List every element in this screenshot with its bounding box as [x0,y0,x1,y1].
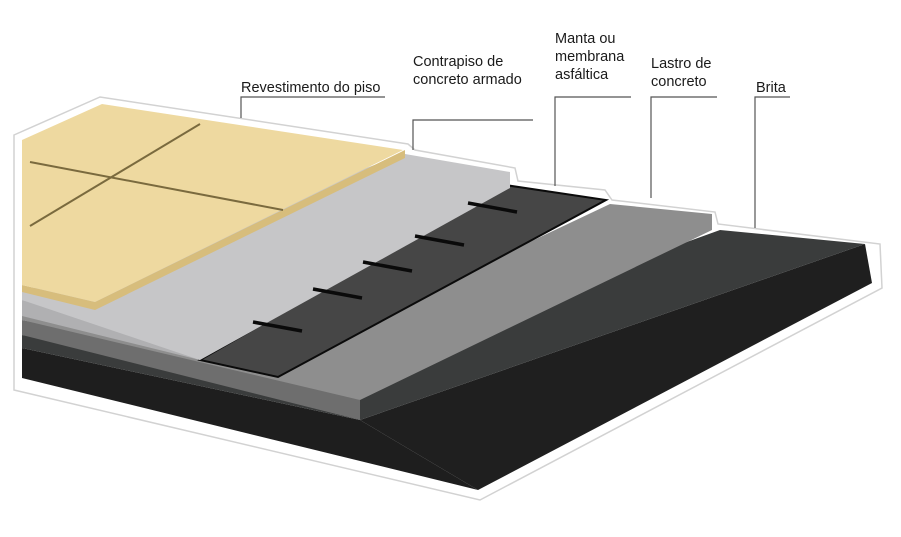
floor-tiles [22,104,403,302]
label-concrete-ballast: Lastro de concreto [651,56,712,91]
membrane-mark [362,260,413,273]
tile-joint [29,161,284,211]
leader-subfloor [412,119,533,150]
leader-gravel [754,96,790,228]
leader-floor-finish [240,96,385,118]
subfloor-top [22,154,510,360]
gravel-front [22,348,478,490]
label-gravel: Brita [756,80,786,96]
label-subfloor: Contrapiso de concreto armado [413,54,522,89]
membrane-mark [312,287,363,300]
tile-joint [29,123,201,227]
leader-membrane [554,96,631,186]
leader-ballast [650,96,717,198]
membrane-mark [252,320,303,333]
membrane-mark [467,201,518,214]
gravel-side [360,244,872,490]
label-floor-finish: Revestimento do piso [241,80,381,96]
tile-edge [22,150,405,310]
ballast-front [22,320,360,420]
label-membrane: Manta ou membrana asfáltica [555,31,625,84]
membrane-mark [414,234,465,247]
